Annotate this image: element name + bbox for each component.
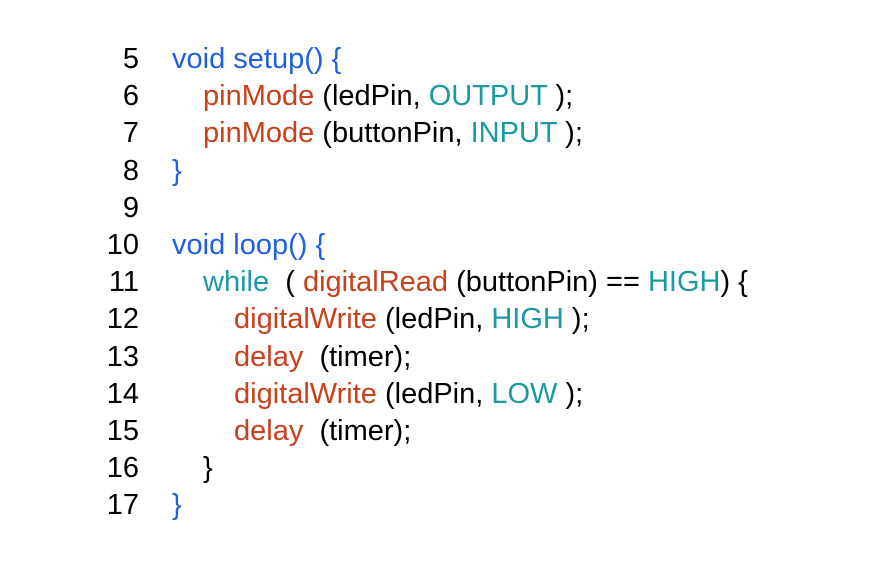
line-number: 14 (106, 377, 139, 410)
text-token: (ledPin, (314, 80, 429, 113)
line-number: 17 (106, 489, 139, 522)
constant-token: HIGH (647, 266, 721, 299)
function-token: delay (234, 414, 304, 447)
code-text: pinMode (ledPin, OUTPUT ); (172, 78, 573, 115)
text-token: (ledPin, (376, 303, 492, 336)
constant-token: HIGH (491, 303, 564, 336)
code-line: 7 pinMode (buttonPin, INPUT ); (0, 115, 892, 152)
line-number: 7 (122, 117, 139, 150)
text-token: ( (269, 266, 303, 299)
function-token: pinMode (203, 80, 315, 113)
text-token: } (203, 452, 213, 485)
keyword-token: } (172, 489, 182, 522)
keyword-token: } (172, 154, 182, 187)
line-number: 5 (122, 43, 139, 75)
code-line: 5 void setup() { (0, 41, 892, 78)
constant-token: LOW (491, 377, 558, 410)
text-token: (buttonPin, (314, 117, 471, 150)
code-text: delay (timer); (172, 413, 411, 450)
code-text: delay (timer); (172, 339, 411, 376)
text-token: ); (557, 117, 583, 150)
text-token: (ledPin, (376, 377, 492, 410)
code-text: void loop() { (172, 227, 325, 264)
code-line: 10 void loop() { (0, 227, 892, 264)
function-token: delay (234, 340, 304, 373)
text-token: (timer); (303, 414, 412, 447)
line-number: 10 (106, 228, 139, 261)
line-number: 8 (122, 154, 139, 187)
code-text: digitalWrite (ledPin, LOW ); (172, 376, 583, 413)
code-line: 6 pinMode (ledPin, OUTPUT ); (0, 78, 892, 115)
constant-token: OUTPUT (428, 80, 548, 113)
line-number: 12 (106, 303, 139, 336)
code-text: pinMode (buttonPin, INPUT ); (172, 115, 583, 152)
code-text: } (172, 450, 213, 487)
code-listing: 5 void setup() { 6 pinMode (ledPin, OUTPUT … (0, 41, 892, 524)
code-text: digitalWrite (ledPin, HIGH ); (172, 301, 590, 338)
code-line: 17} (0, 487, 892, 524)
line-number: 15 (106, 414, 139, 447)
text-token: ); (563, 303, 590, 336)
code-text: while ( digitalRead (buttonPin) == HIGH)… (172, 264, 748, 301)
code-text: void setup() { (172, 41, 341, 78)
line-number: 9 (122, 191, 139, 224)
line-number: 13 (106, 340, 139, 373)
code-line: 15 delay (timer); (0, 413, 892, 450)
constant-token: INPUT (470, 117, 558, 150)
text-token: (timer); (303, 340, 412, 373)
text-token: ) { (720, 266, 748, 299)
code-line: 9 (0, 190, 892, 227)
text-token: (buttonPin) == (448, 266, 648, 299)
constant-token: while (203, 266, 270, 299)
code-line: 8} (0, 153, 892, 190)
text-token: ); (547, 80, 574, 113)
function-token: digitalWrite (234, 303, 377, 336)
line-number: 16 (106, 452, 139, 485)
function-token: pinMode (203, 117, 315, 150)
keyword-token: void loop() { (172, 228, 326, 261)
code-line: 16} (0, 450, 892, 487)
text-token: ); (557, 377, 584, 410)
line-number: 11 (108, 266, 139, 299)
code-line: 12 digitalWrite (ledPin, HIGH ); (0, 301, 892, 338)
function-token: digitalRead (302, 266, 449, 299)
code-line: 14 digitalWrite (ledPin, LOW ); (0, 376, 892, 413)
code-line: 11 while ( digitalRead (buttonPin) == HIG… (0, 264, 892, 301)
keyword-token: void setup() { (172, 43, 342, 75)
line-number: 6 (122, 80, 139, 113)
code-text: } (172, 487, 182, 524)
function-token: digitalWrite (234, 377, 377, 410)
code-line: 13 delay (timer); (0, 339, 892, 376)
code-text: } (172, 153, 182, 190)
